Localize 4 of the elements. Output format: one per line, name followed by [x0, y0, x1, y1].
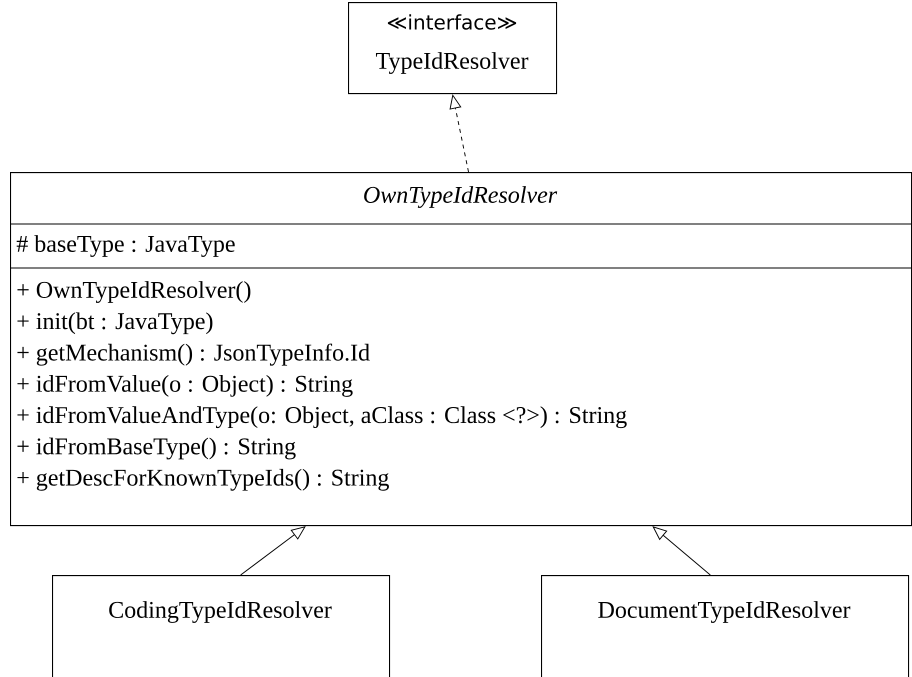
interface-box: ≪interface≫ TypeIdResolver: [348, 2, 558, 94]
class-box: CodingTypeIdResolver: [52, 575, 390, 677]
class-box: OwnTypeIdResolver # baseType : JavaType + OwnTypeIdResolver() + init(bt : JavaType) + getMechanism() : JsonTypeInfo.Id + idFromValue(o : Object) : String + idFromValueAndType(o: Object, aClass : Class <?>) : String + idFromBaseType() : String + getDescForKnownTypeIds() : String: [10, 172, 912, 526]
class-box: DocumentTypeIdResolver: [541, 575, 910, 677]
